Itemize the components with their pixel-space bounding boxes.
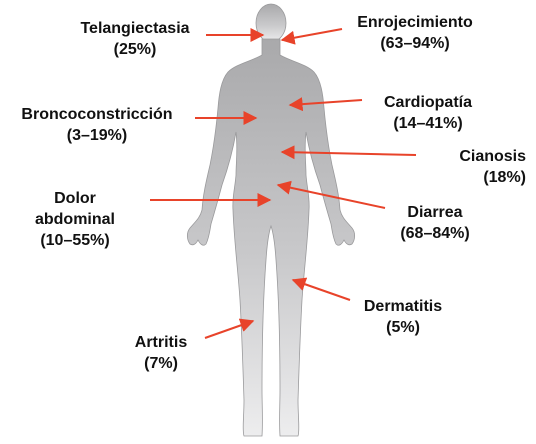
enrojecimiento-name: Enrojecimiento [345,12,485,33]
dolor-name-line1: Dolor [22,188,128,209]
head [256,4,286,42]
label-diarrea: Diarrea (68–84%) [385,202,485,244]
diarrea-value: (68–84%) [385,223,485,244]
label-dermatitis: Dermatitis (5%) [348,296,458,338]
dermatitis-value: (5%) [348,317,458,338]
label-enrojecimiento: Enrojecimiento (63–94%) [345,12,485,54]
human-silhouette [187,4,354,436]
label-artritis: Artritis (7%) [118,332,204,374]
label-telangiectasia: Telangiectasia (25%) [70,18,200,60]
artritis-name: Artritis [118,332,204,353]
telangiectasia-value: (25%) [70,39,200,60]
enrojecimiento-value: (63–94%) [345,33,485,54]
label-cianosis: Cianosis (18%) [420,146,530,188]
broncoconstriccion-value: (3–19%) [6,125,188,146]
label-broncoconstriccion: Broncoconstricción (3–19%) [6,104,188,146]
diarrea-name: Diarrea [385,202,485,223]
cianosis-name: Cianosis [420,146,530,167]
cianosis-value: (18%) [420,167,530,188]
cardiopatia-value: (14–41%) [370,113,486,134]
torso-and-limbs [187,39,354,436]
arrow-enrojecimiento [282,29,342,40]
dolor-value: (10–55%) [22,230,128,251]
label-dolor-abdominal: Dolor abdominal (10–55%) [22,188,128,251]
label-cardiopatia: Cardiopatía (14–41%) [370,92,486,134]
dolor-name-line2: abdominal [22,209,128,230]
telangiectasia-name: Telangiectasia [70,18,200,39]
cardiopatia-name: Cardiopatía [370,92,486,113]
artritis-value: (7%) [118,353,204,374]
broncoconstriccion-name: Broncoconstricción [6,104,188,125]
dermatitis-name: Dermatitis [348,296,458,317]
